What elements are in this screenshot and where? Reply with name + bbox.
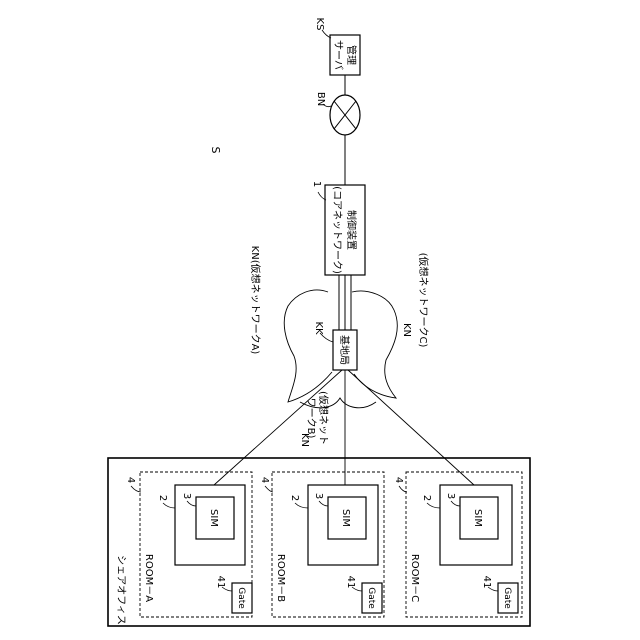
room-a-gate-label: Gate <box>236 587 246 609</box>
room-a: ROOM－A 4 2 SIM 3 Gate 41 <box>125 472 252 617</box>
management-server-line1: 管理 <box>345 45 358 65</box>
management-server-ref: KS <box>314 18 325 31</box>
base-station-label: 基地局 <box>338 335 351 365</box>
room-b-name: ROOM－B <box>275 554 286 602</box>
management-server-line2: サーバ <box>332 40 344 70</box>
room-b-gate-ref: 41 <box>345 576 356 589</box>
system-label: S <box>209 147 222 154</box>
room-c-device-ref: 2 <box>421 495 432 501</box>
room-c-ref: 4 <box>393 477 404 483</box>
virtual-network-b-label: KN (仮想ネット ワークB) <box>299 391 330 447</box>
share-office-label: シェアオフィス <box>115 555 127 625</box>
controller-ref: 1 <box>311 181 322 187</box>
core-links <box>339 275 351 330</box>
virtual-network-a-label: KN(仮想ネットワークA) <box>249 246 262 355</box>
room-c-name: ROOM－C <box>409 554 420 602</box>
room-c-sim-ref: 3 <box>445 493 456 499</box>
room-a-sim-label: SIM <box>208 509 219 527</box>
room-b-sim-ref: 3 <box>313 493 324 499</box>
base-station-ref: KK <box>313 321 324 335</box>
room-a-gate-ref: 41 <box>215 576 226 589</box>
room-c-sim-label: SIM <box>472 509 483 527</box>
svg-text:(仮想ネット: (仮想ネット <box>317 391 330 445</box>
svg-text:ワークB): ワークB) <box>305 398 317 439</box>
room-b: ROOM－B 4 2 SIM 3 Gate 41 <box>259 472 384 617</box>
room-c-gate-ref: 41 <box>481 576 492 589</box>
svg-text:(仮想ネットワークC): (仮想ネットワークC) <box>417 253 430 348</box>
room-b-gate-label: Gate <box>366 587 376 609</box>
backbone-network: BN <box>315 92 360 135</box>
room-a-ref: 4 <box>125 477 136 483</box>
backbone-ref: BN <box>315 92 326 106</box>
virtual-network-c-label: KN (仮想ネットワークC) <box>401 253 430 348</box>
controller-line1: 制御装置 <box>345 210 358 250</box>
room-b-sim-label: SIM <box>340 509 351 527</box>
room-a-name: ROOM－A <box>143 554 154 602</box>
link-room-c <box>348 370 474 485</box>
svg-text:KN: KN <box>401 323 412 337</box>
management-server: 管理 サーバ KS <box>314 18 360 75</box>
svg-text:S: S <box>209 147 222 154</box>
room-a-sim-ref: 3 <box>181 493 192 499</box>
base-station: 基地局 KK <box>313 321 357 370</box>
room-b-device-ref: 2 <box>289 495 300 501</box>
room-c: ROOM－C 4 2 SIM 3 Gate 41 <box>393 472 522 617</box>
room-b-ref: 4 <box>259 477 270 483</box>
wireless-links <box>214 370 474 485</box>
controller: 制御装置 (コアネットワーク) 1 <box>311 181 365 275</box>
room-c-gate-label: Gate <box>502 587 512 609</box>
svg-text:KN(仮想ネットワークA): KN(仮想ネットワークA) <box>249 246 262 355</box>
controller-line2: (コアネットワーク) <box>331 186 343 274</box>
room-a-device-ref: 2 <box>157 495 168 501</box>
